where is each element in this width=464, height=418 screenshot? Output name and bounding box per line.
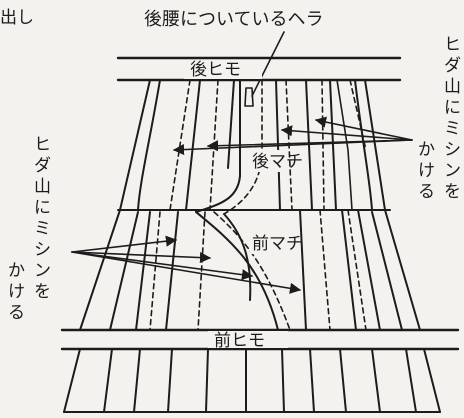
note-left: ヒ ダ 山 に ミ シ ン を か け る [8, 135, 51, 323]
svg-text:を: を [34, 282, 51, 302]
label-masks [184, 60, 288, 348]
back-panel [119, 79, 386, 211]
hem-pleats [63, 348, 441, 413]
svg-text:か: か [8, 261, 25, 281]
svg-text:ヒ: ヒ [34, 135, 51, 155]
spatula-callout: 後腰についているヘラ [144, 9, 323, 30]
back-band [116, 56, 402, 82]
front-band-label: 前ヒモ [214, 331, 265, 351]
svg-text:ミ: ミ [34, 219, 51, 239]
note-right: ヒ ダ 山 に ミ シ ン を か け る [418, 35, 461, 202]
svg-text:け: け [418, 161, 435, 181]
spatula-marker [244, 31, 285, 107]
svg-text:ン: ン [34, 261, 51, 281]
arrows-left [71, 235, 302, 294]
svg-text:ン: ン [444, 161, 461, 181]
svg-text:け: け [8, 282, 25, 302]
back-gusset-label: 後マチ [252, 152, 303, 172]
corner-fragment-text: 出し [0, 8, 34, 28]
arrows-right [172, 116, 413, 156]
front-gusset-label: 前マチ [252, 234, 303, 254]
front-gusset [223, 213, 252, 301]
svg-text:る: る [418, 182, 435, 202]
svg-text:に: に [34, 198, 51, 218]
svg-text:ダ: ダ [444, 56, 461, 76]
svg-text:か: か [418, 140, 435, 160]
svg-text:ヒ: ヒ [444, 35, 461, 55]
front-panel [79, 209, 421, 331]
svg-text:山: 山 [34, 177, 51, 197]
front-pleat-stitching [149, 209, 367, 331]
back-band-label: 後ヒモ [190, 60, 241, 80]
svg-text:ミ: ミ [444, 119, 461, 139]
svg-text:シ: シ [34, 240, 51, 260]
svg-text:を: を [444, 182, 461, 202]
svg-text:山: 山 [444, 77, 461, 97]
svg-text:る: る [8, 303, 25, 323]
svg-text:に: に [444, 98, 461, 118]
svg-text:ダ: ダ [34, 156, 51, 176]
front-band [60, 328, 460, 351]
svg-text:シ: シ [444, 140, 461, 160]
